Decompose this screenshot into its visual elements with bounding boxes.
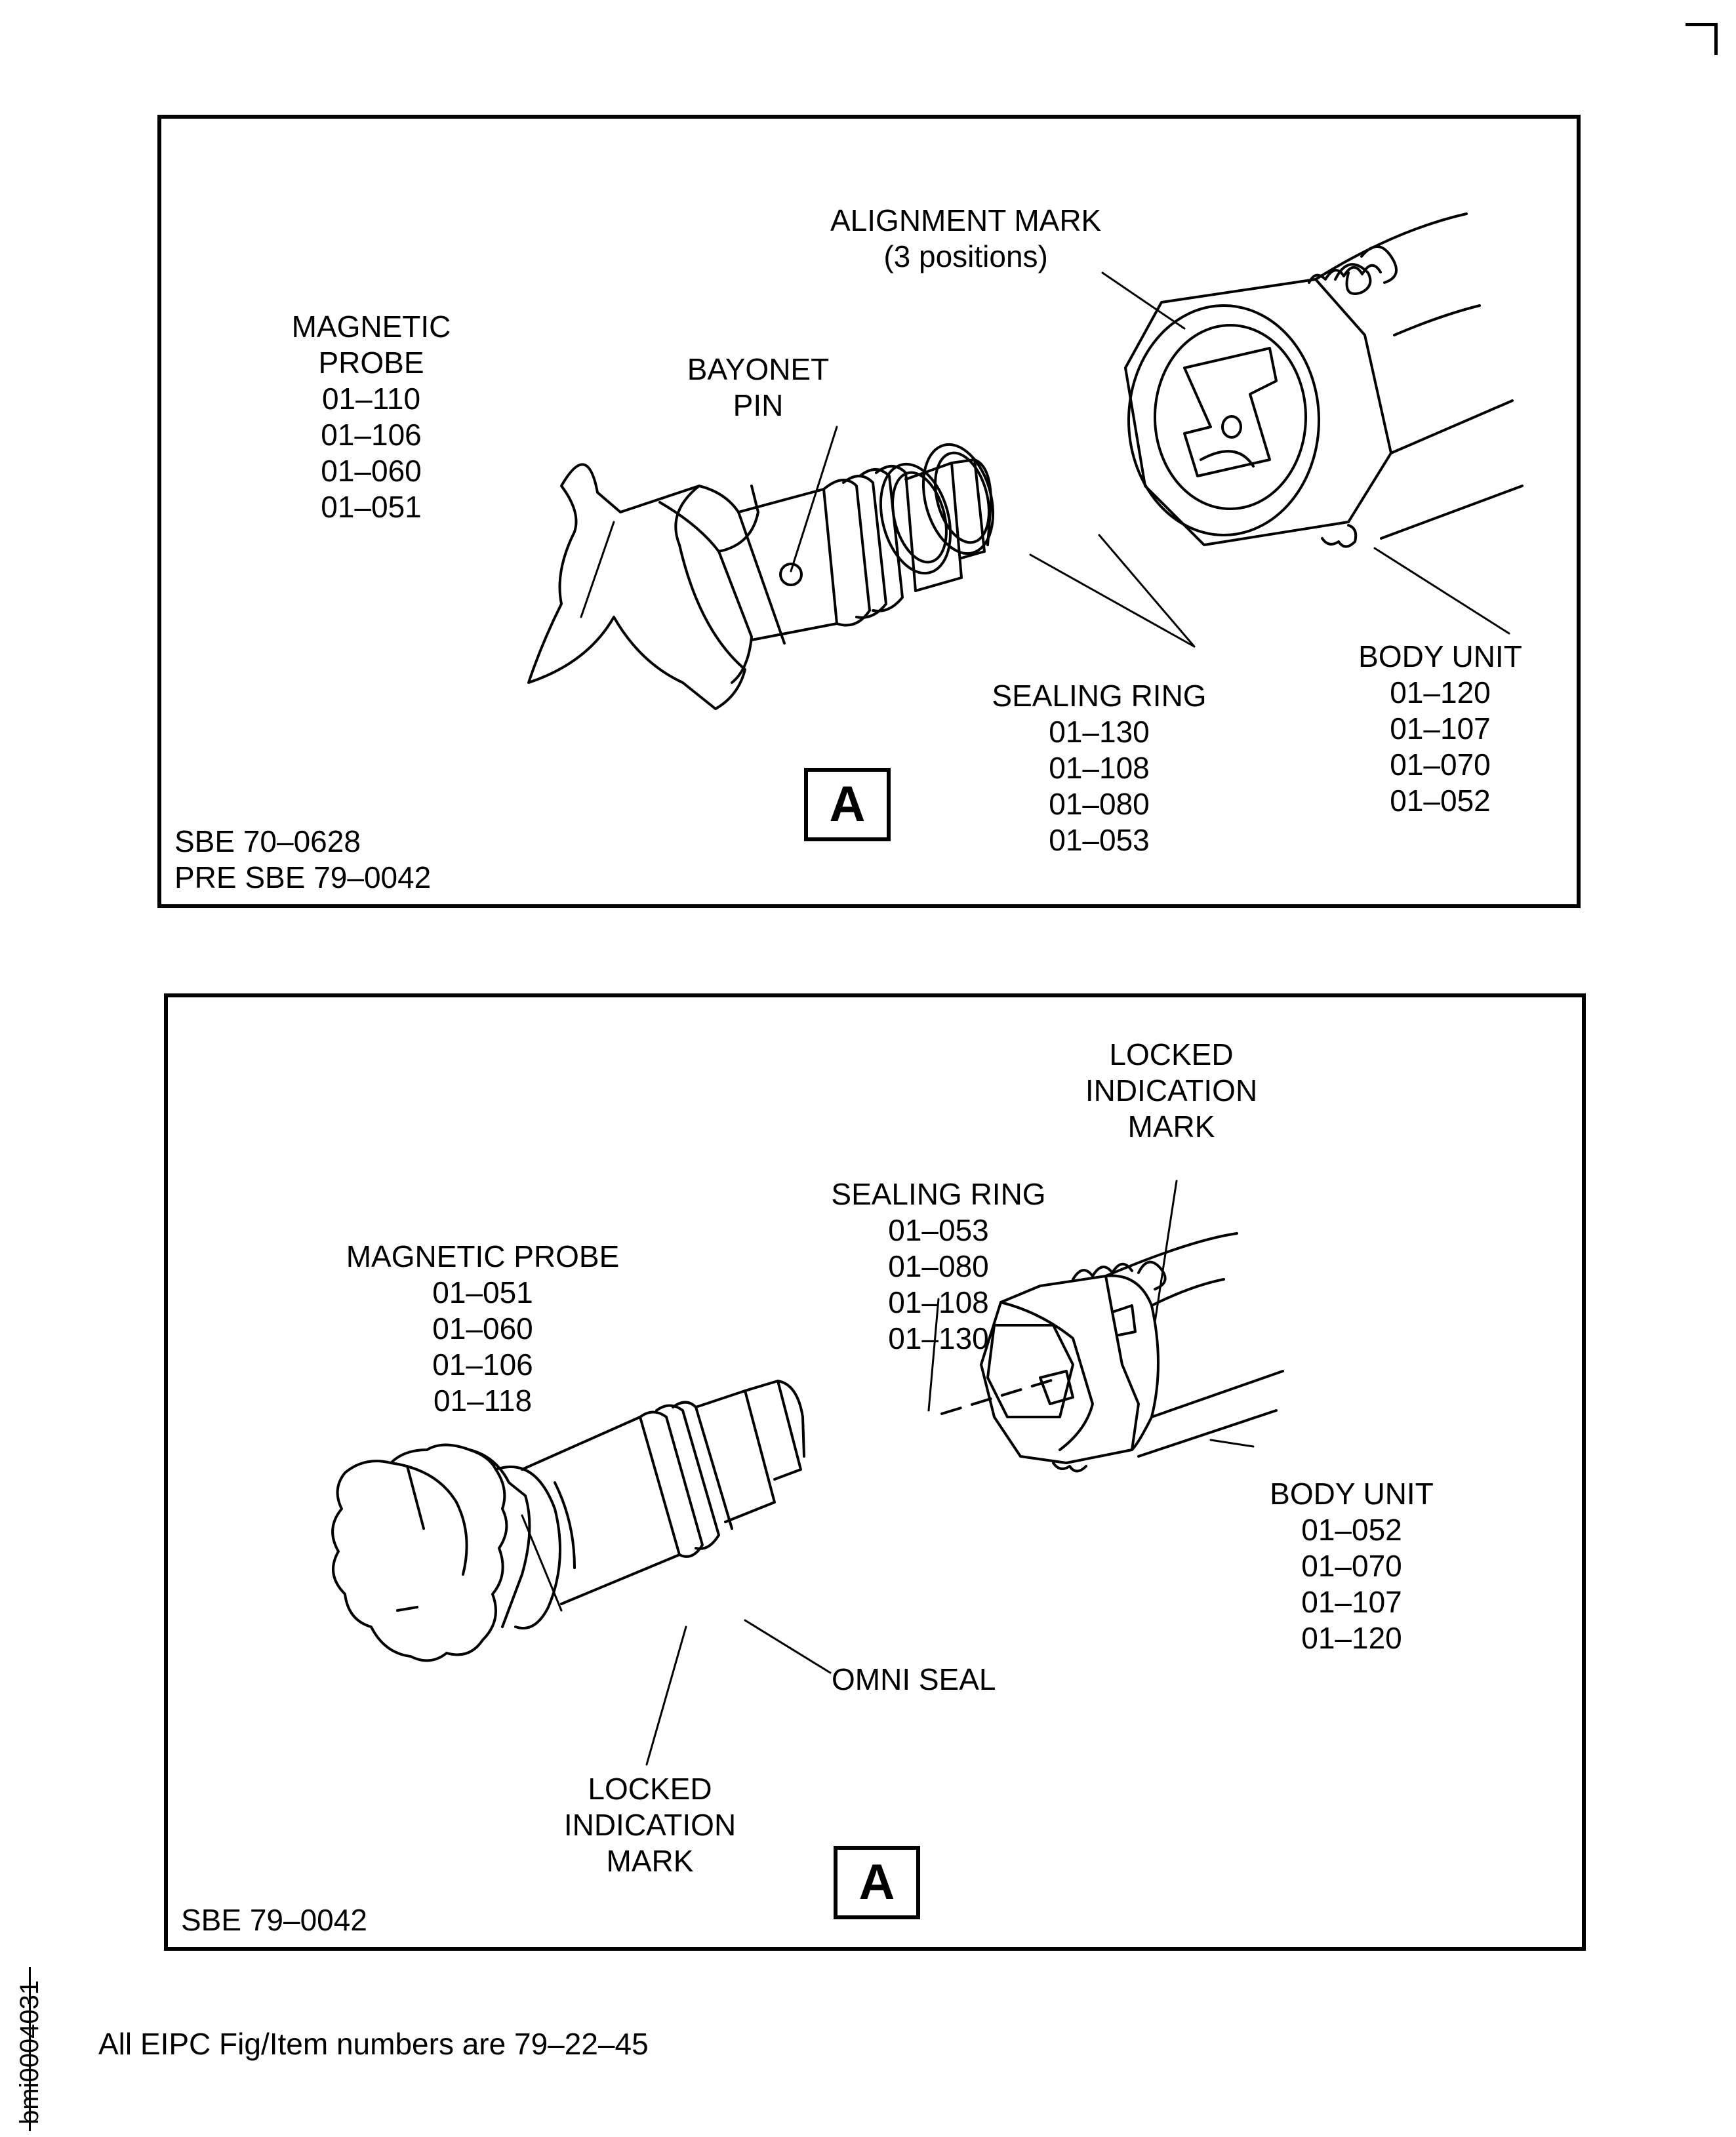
body-unit-drawing [980, 1232, 1284, 1473]
locked-indication-mark-top-label: LOCKED INDICATION MARK [1047, 1037, 1296, 1145]
part-number: 01–130 [1049, 715, 1150, 749]
locked-indication-mark-bottom-label: LOCKED INDICATION MARK [522, 1771, 778, 1879]
label-line: INDICATION [1085, 1073, 1258, 1108]
applicability-note: SBE 79–0042 [181, 1903, 367, 1937]
part-number: 01–052 [1301, 1513, 1402, 1547]
label-line: LOCKED [1109, 1037, 1234, 1071]
label-line: SEALING RING [992, 679, 1207, 713]
panel-a-leader-lines [580, 271, 1510, 648]
label-line: MAGNETIC [291, 310, 451, 344]
body-unit-drawing [1124, 212, 1524, 548]
magnetic-probe-label: MAGNETIC PROBE 01–051 01–060 01–106 01–1… [319, 1239, 647, 1419]
part-number: 01–120 [1301, 1621, 1402, 1655]
label-line: PRE SBE 79–0042 [174, 860, 432, 894]
part-number: 01–070 [1390, 748, 1491, 782]
part-number: 01–106 [321, 418, 422, 452]
figure-id: bmi0004031 [15, 1980, 44, 2125]
label-line: INDICATION [563, 1808, 737, 1842]
label-line: MARK [1127, 1109, 1215, 1144]
omni-seal-label: OMNI SEAL [832, 1662, 996, 1696]
part-number: 01–070 [1301, 1549, 1402, 1583]
panel-pre-sbe-79-0042: ALIGNMENT MARK (3 positions) MAGNETIC PR… [157, 115, 1581, 908]
part-number: 01–051 [321, 490, 422, 524]
label-line: ALIGNMENT MARK [830, 203, 1102, 237]
part-number: 01–108 [888, 1285, 989, 1319]
applicability-note: SBE 70–0628 PRE SBE 79–0042 [174, 824, 431, 896]
body-unit-label: BODY UNIT 01–052 01–070 01–107 01–120 [1224, 1476, 1480, 1656]
label-line: MAGNETIC PROBE [346, 1239, 620, 1273]
label-line: BODY UNIT [1270, 1477, 1434, 1511]
label-line: LOCKED [588, 1772, 712, 1806]
panel-b-leader-lines [521, 1180, 1255, 1766]
panel-post-sbe-79-0042: LOCKED INDICATION MARK SEALING RING 01–0… [164, 993, 1586, 1951]
part-number: 01–120 [1390, 675, 1491, 709]
bayonet-pin-label: BAYONET PIN [666, 351, 850, 424]
part-number: 01–053 [1049, 823, 1150, 857]
magnetic-probe-drawing [527, 458, 992, 710]
magnetic-probe-drawing [331, 1380, 805, 1662]
part-number: 01–130 [888, 1321, 989, 1355]
part-number: 01–107 [1390, 711, 1491, 746]
part-number: 01–053 [888, 1213, 989, 1247]
part-number: 01–107 [1301, 1585, 1402, 1619]
sealing-ring-drawing [879, 443, 995, 575]
part-number: 01–052 [1390, 784, 1491, 818]
panel-b-illustration [331, 1180, 1284, 1766]
body-unit-label: BODY UNIT 01–120 01–107 01–070 01–052 [1316, 639, 1565, 819]
part-number: 01–108 [1049, 751, 1150, 785]
magnetic-probe-label: MAGNETIC PROBE 01–110 01–106 01–060 01–0… [273, 309, 470, 525]
label-line: PIN [733, 388, 784, 422]
label-line: PROBE [318, 346, 424, 380]
label-line: BAYONET [687, 352, 830, 386]
alignment-mark-label: ALIGNMENT MARK (3 positions) [830, 203, 1101, 275]
label-line: SEALING RING [831, 1177, 1046, 1211]
part-number: 01–106 [432, 1348, 533, 1382]
corner-crop-mark [1686, 23, 1718, 55]
part-number: 01–118 [433, 1384, 533, 1418]
part-number: 01–060 [432, 1311, 533, 1346]
label-line: (3 positions) [883, 239, 1048, 273]
view-a-box: A [804, 768, 891, 841]
part-number: 01–051 [432, 1275, 533, 1309]
part-number: 01–060 [321, 454, 422, 488]
panel-a-illustration [527, 212, 1524, 710]
label-line: SBE 70–0628 [174, 824, 361, 858]
part-number: 01–080 [1049, 787, 1150, 821]
part-number: 01–110 [321, 382, 421, 416]
label-line: MARK [606, 1844, 694, 1878]
side-id-bar [29, 1967, 31, 2131]
sealing-ring-label: SEALING RING 01–130 01–108 01–080 01–053 [961, 678, 1237, 858]
sealing-ring-label: SEALING RING 01–053 01–080 01–108 01–130 [797, 1176, 1080, 1357]
part-number: 01–080 [888, 1249, 989, 1283]
label-line: BODY UNIT [1358, 639, 1522, 673]
view-a-box: A [834, 1846, 920, 1919]
footer-note: All EIPC Fig/Item numbers are 79–22–45 [98, 2027, 649, 2061]
